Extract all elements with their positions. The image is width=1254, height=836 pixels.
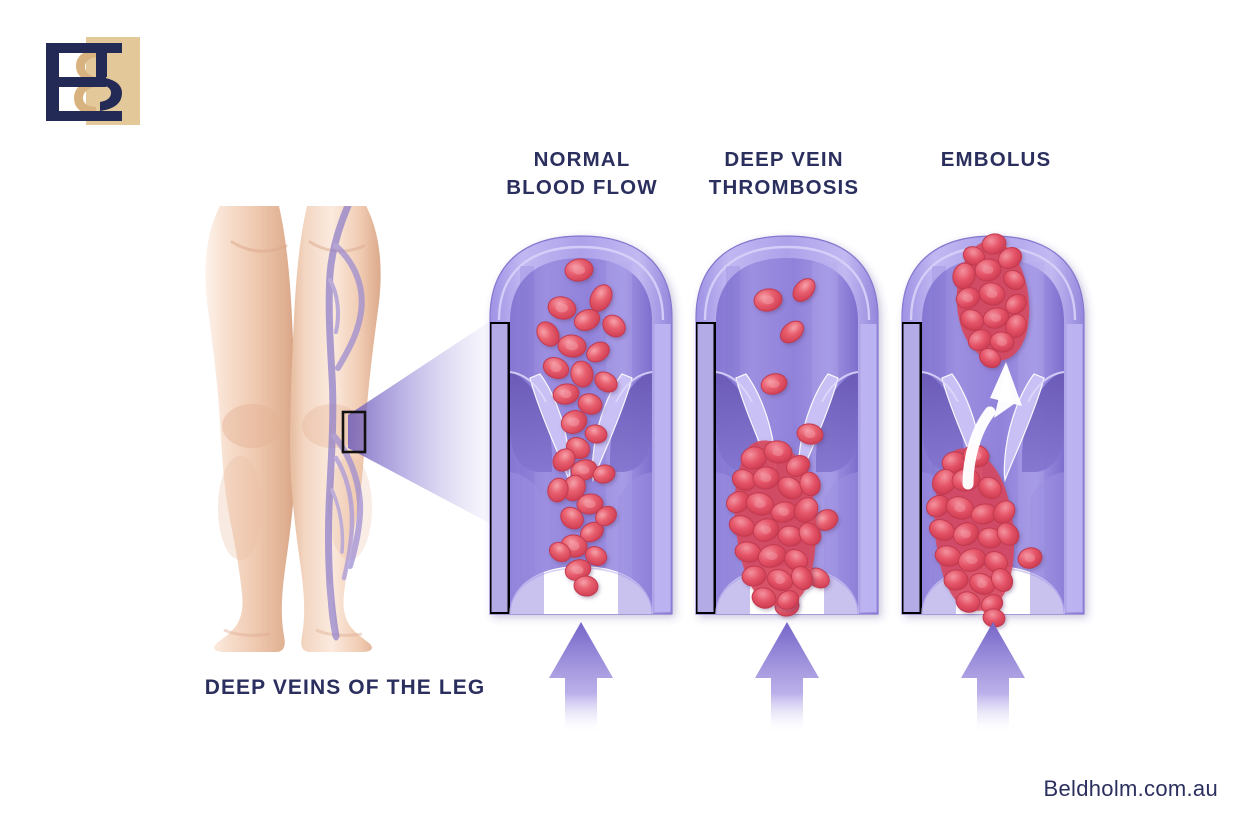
- embolus-migration-arrow: [962, 362, 1022, 490]
- panel-embolus: [898, 222, 1088, 732]
- deep-vein-network: [325, 192, 365, 641]
- red-blood-cells-normal: [536, 258, 626, 597]
- flow-arrow-normal: [549, 622, 613, 732]
- beldholm-monogram-logo: [36, 33, 144, 129]
- left-leg: [205, 202, 296, 652]
- thrombus-clot-dvt: [726, 440, 822, 610]
- flow-arrow-dvt: [755, 622, 819, 732]
- detached-embolus: [952, 233, 1030, 369]
- panel-normal-blood-flow: [486, 222, 676, 732]
- magnified-region-rectangle: [341, 410, 367, 454]
- magnifier-cone: [348, 308, 510, 534]
- leg-illustration-caption: Deep veins of the leg: [204, 676, 486, 699]
- heading-normal-blood-flow: Normal blood flow: [506, 148, 658, 199]
- deep-veins-of-leg-illustration: [180, 190, 510, 660]
- panel-deep-vein-thrombosis: [692, 222, 882, 732]
- site-watermark: Beldholm.com.au: [1043, 776, 1218, 801]
- flow-arrow-embolus: [961, 622, 1025, 732]
- heading-deep-vein-thrombosis: Deep vein thrombosis: [708, 148, 860, 199]
- heading-embolus: Embolus: [940, 148, 1052, 171]
